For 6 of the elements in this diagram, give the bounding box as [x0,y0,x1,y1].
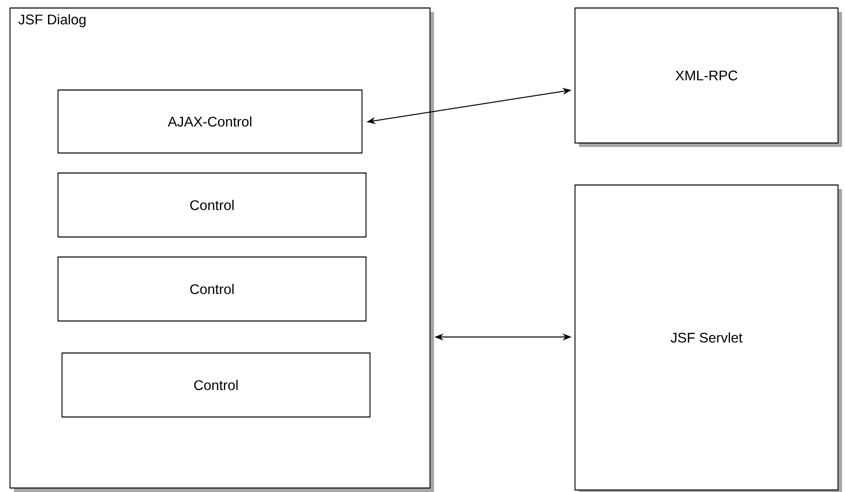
box: XML-RPC [574,8,842,147]
box: JSF Servlet [574,184,842,492]
control-box: Control [62,352,370,418]
control-box: Control [58,172,366,238]
control-box: Control [58,256,366,322]
control-box: AJAX-Control [58,90,362,154]
